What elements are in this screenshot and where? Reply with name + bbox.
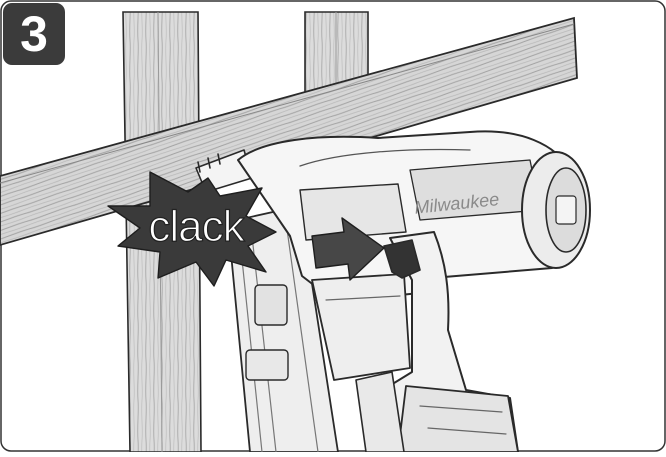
sound-effect-label: clack [148, 201, 245, 251]
clack-burst-icon [107, 171, 277, 287]
wood-board-icon [0, 16, 578, 246]
step-number-badge: 3 [3, 3, 65, 65]
arrow-right-icon [311, 217, 385, 281]
